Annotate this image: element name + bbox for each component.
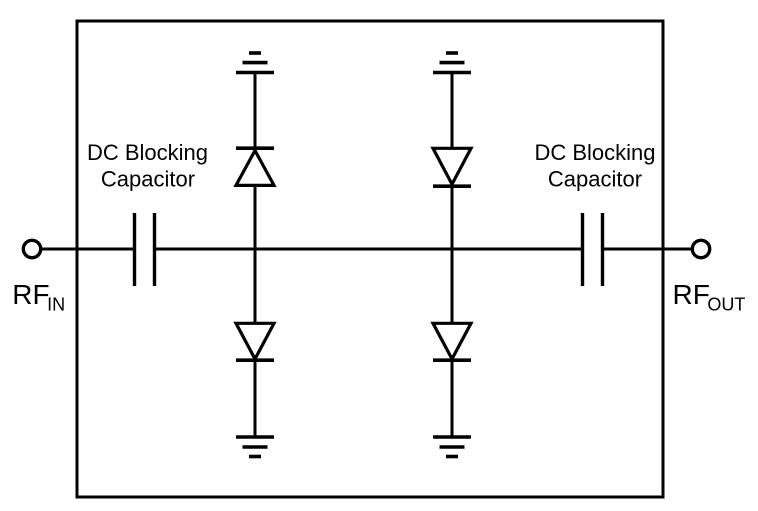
svg-text:DC Blocking: DC Blocking [534,140,655,165]
svg-text:Capacitor: Capacitor [101,167,195,192]
svg-text:DC Blocking: DC Blocking [87,140,208,165]
svg-text:RFIN: RFIN [12,279,65,315]
svg-text:RFOUT: RFOUT [673,279,746,315]
svg-text:Capacitor: Capacitor [548,167,642,192]
